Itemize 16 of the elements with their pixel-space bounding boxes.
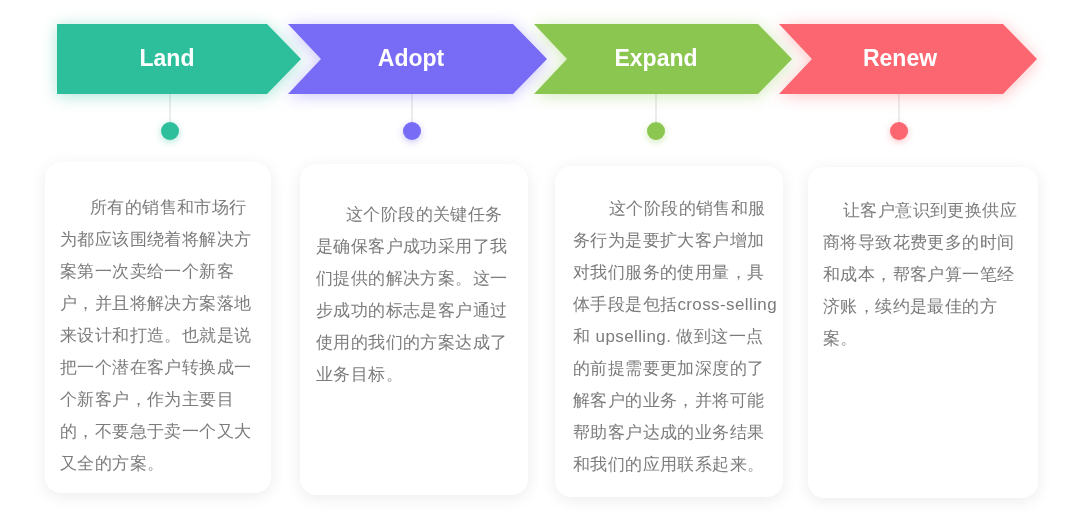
stage-label: Adopt [377,45,445,73]
description-text: 这个阶段的关键任务是确保客户成功采用了我们提供的解决方案。这一步成功的标志是客户通过使用的我们的方案达成了业务目标。 [316,204,509,386]
process-step [57,24,301,94]
timeline-dot-icon [161,122,179,140]
description-text: 所有的销售和市场行为都应该围绕着将解决方案第一次卖给一个新客户，并且将解决方案落地来设计和打造。也就是说把一个潜在客户转换成一个新客户，作为主要目的，不要急于卖一个又大又全的方案。 [60,197,253,475]
description-text: 这个阶段的销售和服务行为是要扩大客户增加对我们服务的使用量，具体手段是包括cross-selling和 upselling. 做到这一点的前提需要更加深度的了解客户的业务，并将可能帮助客户达成的业务结果和我们的应用联系起来。 [573,198,779,476]
stage-label: Renew [862,45,938,73]
description-text: 让客户意识到更换供应商将导致花费更多的时间和成本，帮客户算一笔经济账，续约是最佳的方案。 [823,200,1018,350]
timeline-dot-icon [647,122,665,140]
timeline-dot-icon [403,122,421,140]
stage-label: Expand [614,45,698,73]
timeline-dot-icon [890,122,908,140]
stage-label: Land [139,45,195,73]
process-step [534,24,792,94]
process-step [779,24,1037,94]
process-step [288,24,547,94]
